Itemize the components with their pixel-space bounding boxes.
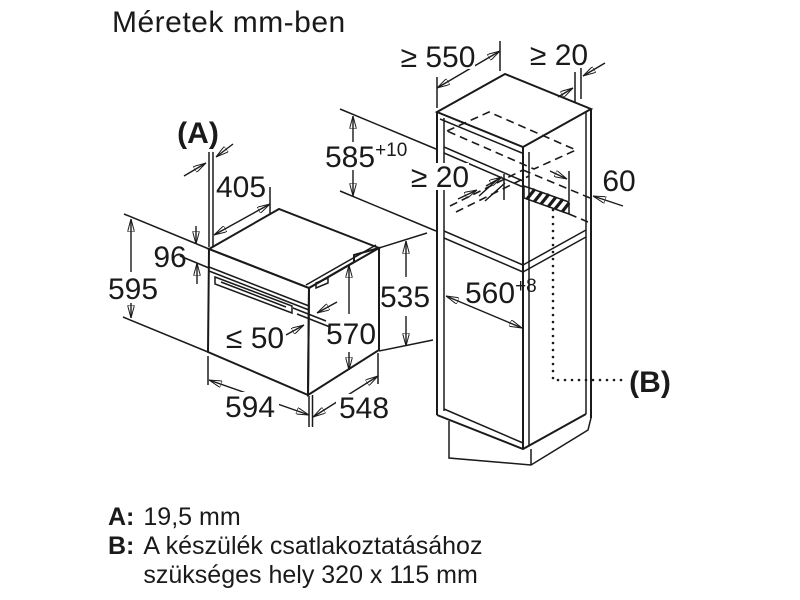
- dim-label-20-top: ≥ 20: [530, 39, 588, 72]
- dim-rear-wall-gap: ≥ 20: [530, 39, 606, 103]
- dim-label-585-tol: +10: [375, 140, 407, 161]
- dim-label-20-inner: ≥ 20: [411, 161, 469, 194]
- dim-label-60: 60: [602, 165, 635, 198]
- dim-oven-top-depth: 405: [214, 171, 270, 235]
- dim-niche-height: 585+10: [325, 108, 437, 232]
- dim-label-560-tol: +8: [515, 276, 537, 297]
- page-title: Méretek mm-ben: [112, 6, 346, 39]
- legend-value-a: 19,5 mm: [143, 503, 241, 531]
- legend-value-b-line2: szükséges hely 320 x 115 mm: [143, 561, 478, 589]
- dim-label-550: ≥ 550: [401, 41, 476, 74]
- cabinet-drawing: [434, 72, 624, 466]
- dim-label-535: 535: [380, 281, 430, 314]
- legend-key-b: B:: [108, 532, 135, 560]
- dim-oven-width: 594: [207, 356, 309, 424]
- b-connection-path: [551, 208, 624, 382]
- cabinet-plinth: [448, 417, 592, 466]
- dim-handle-clearance: ≤ 50: [226, 301, 338, 355]
- svg-text:560+8: 560+8: [465, 276, 537, 310]
- dim-shelf-vent-gap: ≥ 20: [411, 161, 506, 202]
- dim-label-570: 570: [326, 318, 376, 351]
- vent-cutout-hatch: [523, 184, 571, 216]
- dim-label-b: (B): [629, 366, 671, 399]
- svg-text:585+10: 585+10: [325, 140, 407, 174]
- dim-inner-width: 560+8: [446, 276, 537, 328]
- legend-row-b: B: A készülék csatlakoztatásához szükség…: [108, 532, 482, 590]
- dim-label-548: 548: [339, 392, 389, 425]
- legend-value-b-line1: A készülék csatlakoztatásához: [143, 532, 483, 560]
- oven-handle: [214, 275, 293, 315]
- dim-label-585: 585: [325, 141, 375, 174]
- dim-oven-total-height: 595: [107, 213, 210, 353]
- legend-key-a: A:: [108, 503, 135, 531]
- dim-cabinet-min-depth: ≥ 550: [401, 41, 500, 108]
- dim-oven-depth: 548: [313, 353, 393, 425]
- dim-vent-depth: 60: [549, 165, 636, 207]
- dim-label-96: 96: [153, 241, 186, 274]
- dim-oven-body-height: 535: [378, 232, 434, 352]
- legend-row-a: A: 19,5 mm: [108, 503, 482, 532]
- dim-oven-panel-height: 96: [153, 226, 210, 284]
- dim-label-50: ≤ 50: [226, 322, 284, 355]
- dim-label-595: 595: [108, 273, 158, 306]
- dim-label-a: (A): [177, 117, 219, 150]
- dim-label-405: 405: [216, 171, 266, 204]
- dim-oven-inner-height: 570: [326, 265, 376, 370]
- dim-label-594: 594: [225, 391, 275, 424]
- dim-oven-front-overhang: (A): [177, 117, 234, 247]
- legend: A: 19,5 mm B: A készülék csatlakoztatásá…: [108, 503, 482, 590]
- dim-label-560: 560: [465, 277, 515, 310]
- side-grip-hole: [315, 276, 329, 290]
